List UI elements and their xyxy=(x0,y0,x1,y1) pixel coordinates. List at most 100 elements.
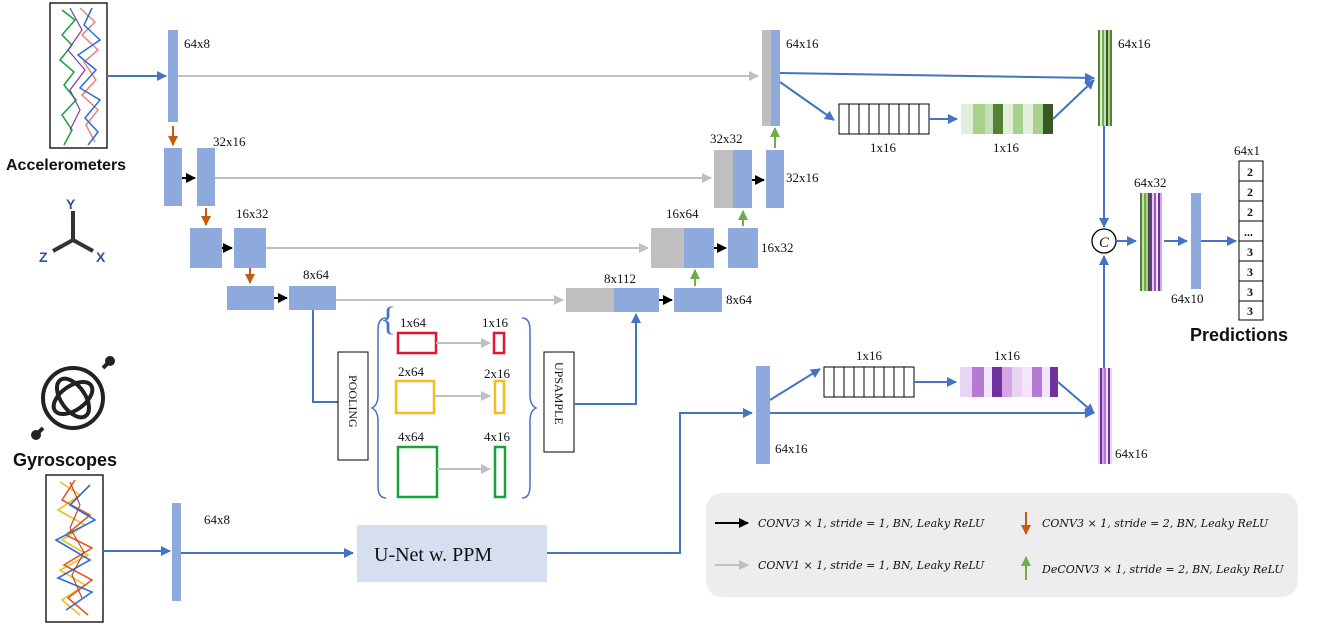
legend-black-label: CONV3 × 1, stride = 1, BN, Leaky ReLU xyxy=(758,517,985,530)
gyroscope-icon xyxy=(31,356,115,440)
prediction-cell: 2 xyxy=(1247,205,1253,219)
ppm-out2-label: 2x16 xyxy=(484,366,511,381)
dec-block-1 xyxy=(771,30,780,126)
dim-label: 8x64 xyxy=(726,292,753,307)
enc-block-4a xyxy=(227,286,274,310)
skip-connections xyxy=(178,71,759,305)
pooling-label: POOLING xyxy=(346,375,360,428)
accel-vector-empty xyxy=(838,103,930,135)
upsample-arrows xyxy=(690,127,780,286)
dim-label: 64x32 xyxy=(1134,175,1167,190)
dimension-labels: 64x8 32x16 16x32 8x64 8x112 8x64 16x64 1… xyxy=(184,36,1260,527)
accel-head xyxy=(779,30,1112,228)
concat-skip-4 xyxy=(566,288,614,312)
unet-ppm-label: U-Net w. PPM xyxy=(374,544,492,566)
dec-block-3 xyxy=(684,228,714,268)
fc-block xyxy=(1191,193,1201,289)
enc-block-1 xyxy=(168,30,178,122)
dim-label: 64x1 xyxy=(1234,143,1260,158)
concat-skip-2 xyxy=(714,150,733,208)
dec-block-4b xyxy=(674,288,722,312)
dim-label: 64x10 xyxy=(1171,291,1204,306)
enc-block-3a xyxy=(190,228,222,268)
downsample-arrows xyxy=(168,126,255,284)
dim-label: 64x16 xyxy=(775,441,808,456)
prediction-cell: 3 xyxy=(1247,285,1253,299)
dim-label: 64x16 xyxy=(1118,36,1151,51)
concat-skip-3 xyxy=(651,228,684,268)
conv-stride1-arrows xyxy=(182,173,765,305)
ppm-in3-label: 4x64 xyxy=(398,429,425,444)
gyro-output-feature xyxy=(1098,368,1112,464)
ppm-in1-block xyxy=(396,331,438,355)
dim-label: 64x8 xyxy=(204,512,230,527)
upsample-label: UPSAMPLE xyxy=(552,362,566,425)
dim-label: 1x16 xyxy=(870,140,897,155)
enc-block-2b xyxy=(197,148,215,206)
fusion: C 2 2 2 xyxy=(1091,160,1288,345)
gyro-vector-empty xyxy=(823,366,915,398)
dim-label: 1x16 xyxy=(993,140,1020,155)
dim-label: 8x64 xyxy=(303,267,330,282)
ppm-out2-block xyxy=(493,379,506,415)
dim-label: 16x32 xyxy=(761,240,794,255)
brace-left: { xyxy=(380,301,396,338)
unet-ppm-box xyxy=(357,525,547,582)
accelerometers-label: Accelerometers xyxy=(6,157,126,174)
dim-label: 1x16 xyxy=(994,348,1021,363)
gyroscope-signal-thumbnail xyxy=(45,474,104,623)
ppm-out3-label: 4x16 xyxy=(484,429,511,444)
pyramid-pooling-module: POOLING { 1x64 1x16 2x64 2x16 4x64 4x16 … xyxy=(312,301,641,499)
enc-block-4b xyxy=(289,286,336,310)
gyro-input-block xyxy=(172,503,181,601)
fused-feature xyxy=(1140,193,1162,291)
dim-label: 64x8 xyxy=(184,36,210,51)
legend: CONV3 × 1, stride = 1, BN, Leaky ReLU CO… xyxy=(706,493,1298,597)
legend-green-label: DeCONV3 × 1, stride = 2, BN, Leaky ReLU xyxy=(1041,563,1284,576)
concat-symbol: C xyxy=(1099,235,1110,251)
axis-x-label: X xyxy=(96,249,106,265)
dim-label: 64x16 xyxy=(1115,446,1148,461)
decoder-blocks xyxy=(566,30,784,312)
prediction-cell: 2 xyxy=(1247,165,1253,179)
predictions-column: 2 2 2 ... 3 3 3 3 xyxy=(1238,160,1264,321)
gyro-vector-attention xyxy=(960,367,1058,397)
ppm-in2-label: 2x64 xyxy=(398,364,425,379)
dec-block-4 xyxy=(614,288,659,312)
predictions-title: Predictions xyxy=(1190,325,1288,345)
dec-block-2 xyxy=(733,150,752,208)
dim-label: 32x16 xyxy=(786,170,819,185)
ppm-in3-block xyxy=(396,445,439,499)
dim-label: 8x112 xyxy=(604,271,636,286)
prediction-cell: 3 xyxy=(1247,265,1253,279)
ppm-out1-block xyxy=(492,331,506,355)
axis-y-label: Y xyxy=(66,196,76,212)
prediction-cell: 3 xyxy=(1247,245,1253,259)
prediction-cell: 2 xyxy=(1247,185,1253,199)
accel-output-feature xyxy=(1098,30,1112,126)
ppm-in1-label: 1x64 xyxy=(400,315,427,330)
axis-z-label: Z xyxy=(39,249,48,265)
ppm-out3-block xyxy=(493,445,507,499)
legend-gray-label: CONV1 × 1, stride = 1, BN, Leaky ReLU xyxy=(758,559,985,572)
dec-block-2b xyxy=(766,150,784,208)
dim-label: 64x16 xyxy=(786,36,819,51)
ppm-out1-label: 1x16 xyxy=(482,315,509,330)
enc-block-2a xyxy=(164,148,182,206)
legend-orange-label: CONV3 × 1, stride = 2, BN, Leaky ReLU xyxy=(1042,517,1269,530)
dim-label: 1x16 xyxy=(856,348,883,363)
prediction-cell: 3 xyxy=(1247,304,1253,318)
gyro-branch: U-Net w. PPM xyxy=(103,255,1112,601)
prediction-cell: ... xyxy=(1244,225,1253,239)
dim-label: 16x32 xyxy=(236,206,269,221)
accelerometer-signal-thumbnail xyxy=(49,2,108,149)
dec-block-3b xyxy=(728,228,758,268)
dim-label: 32x16 xyxy=(213,134,246,149)
encoder-blocks xyxy=(164,30,336,310)
axes-icon: Y Z X xyxy=(39,196,106,265)
gyro-unet-output xyxy=(756,366,770,464)
concat-skip-1 xyxy=(762,30,771,126)
accel-vector-attention xyxy=(961,104,1053,134)
gyroscopes-label: Gyroscopes xyxy=(13,450,117,470)
